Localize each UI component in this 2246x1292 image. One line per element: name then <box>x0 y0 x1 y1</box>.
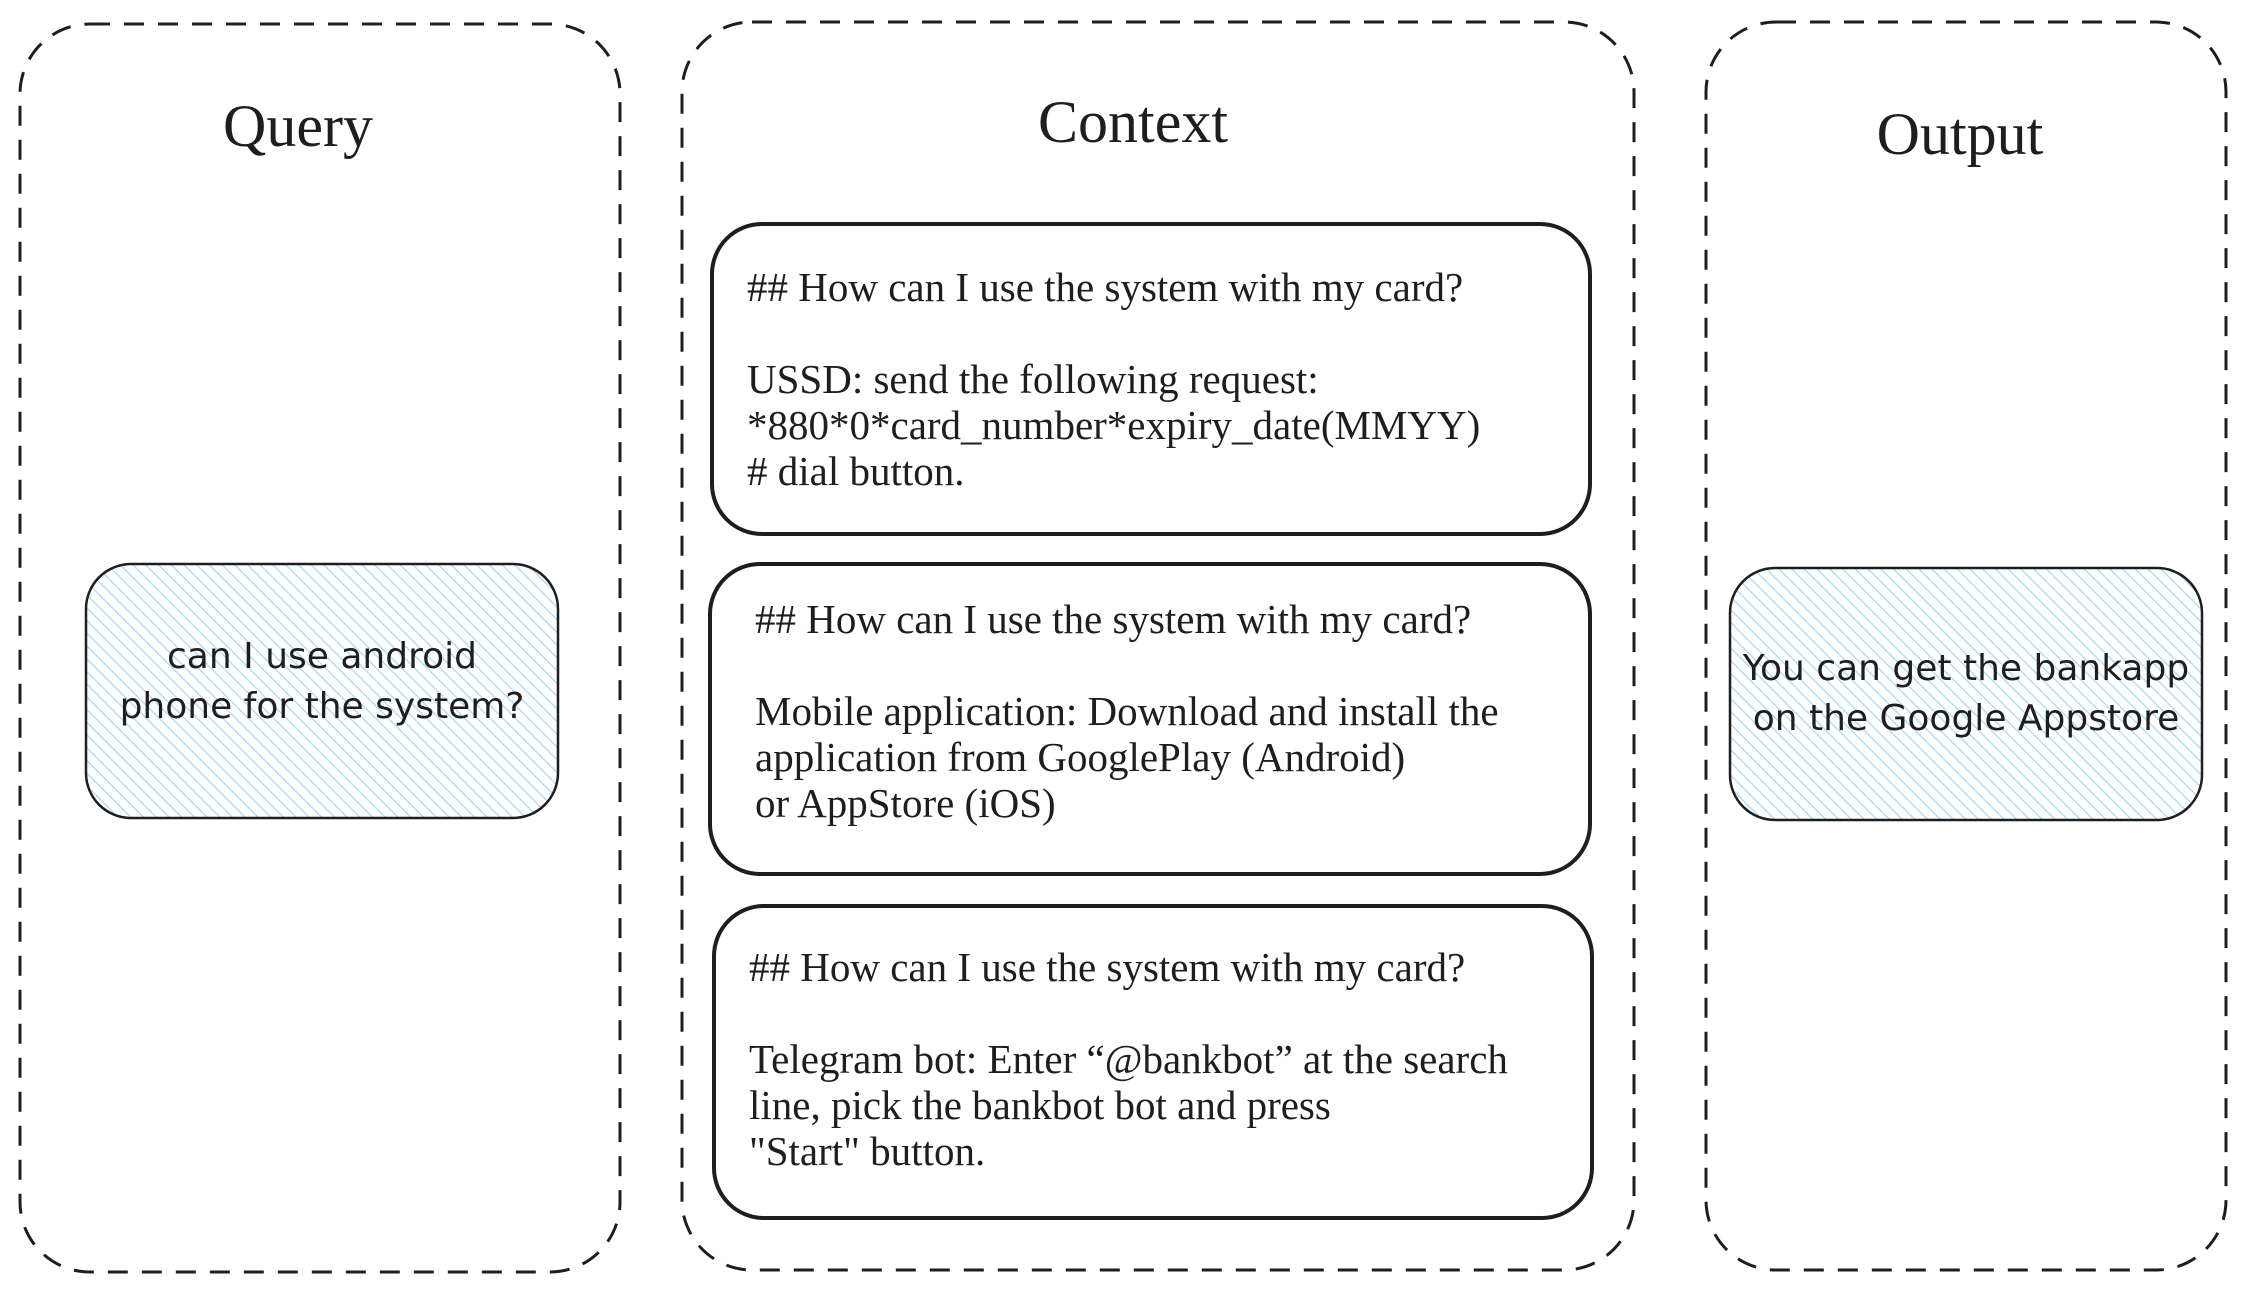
context-card-3: ## How can I use the system with my card… <box>749 944 1508 1174</box>
context-card-3-line-1: Telegram bot: Enter “@bankbot” at the se… <box>749 1036 1508 1082</box>
context-card-2: ## How can I use the system with my card… <box>755 596 1499 826</box>
context-card-1: ## How can I use the system with my card… <box>747 264 1480 494</box>
context-card-2-line-2: application from GooglePlay (Android) <box>755 734 1406 780</box>
query-line-1: can I use android <box>167 636 477 677</box>
context-card-1-spacer <box>747 310 1480 356</box>
output-line-1: You can get the bankapp <box>1742 648 2190 689</box>
context-card-3-box <box>712 904 1594 1220</box>
context-title: Context <box>1038 89 1228 155</box>
output-title: Output <box>1876 101 2044 167</box>
context-card-1-heading: ## How can I use the system with my card… <box>747 264 1464 310</box>
query-line-2: phone for the system? <box>119 686 525 727</box>
context-card-1-line-3: # dial button. <box>747 448 965 494</box>
query-title: Query <box>223 93 373 159</box>
context-card-1-line-2: *880*0*card_number*expiry_date(MMYY) <box>747 402 1481 448</box>
output-line-2: on the Google Appstore <box>1752 698 2180 739</box>
output-bubble: You can get the bankapp on the Google Ap… <box>1730 644 2202 744</box>
context-card-3-line-2: line, pick the bankbot bot and press <box>749 1082 1331 1128</box>
context-card-3-heading: ## How can I use the system with my card… <box>749 944 1466 990</box>
context-frame <box>680 20 1636 1272</box>
context-card-1-line-1: USSD: send the following request: <box>747 356 1319 402</box>
context-card-2-heading: ## How can I use the system with my card… <box>755 596 1472 642</box>
context-card-3-line-3: "Start" button. <box>749 1128 986 1174</box>
context-card-2-line-3: or AppStore (iOS) <box>755 780 1056 826</box>
context-card-2-box <box>708 562 1592 876</box>
context-card-2-line-1: Mobile application: Download and install… <box>755 688 1499 734</box>
query-frame <box>18 22 622 1274</box>
output-frame <box>1704 20 2228 1272</box>
context-card-1-box <box>710 222 1592 536</box>
query-bubble-box <box>84 562 560 820</box>
context-card-3-spacer <box>749 990 1508 1036</box>
context-card-2-spacer <box>755 642 1499 688</box>
output-bubble-box <box>1728 566 2204 822</box>
query-bubble: can I use android phone for the system? <box>86 632 558 732</box>
